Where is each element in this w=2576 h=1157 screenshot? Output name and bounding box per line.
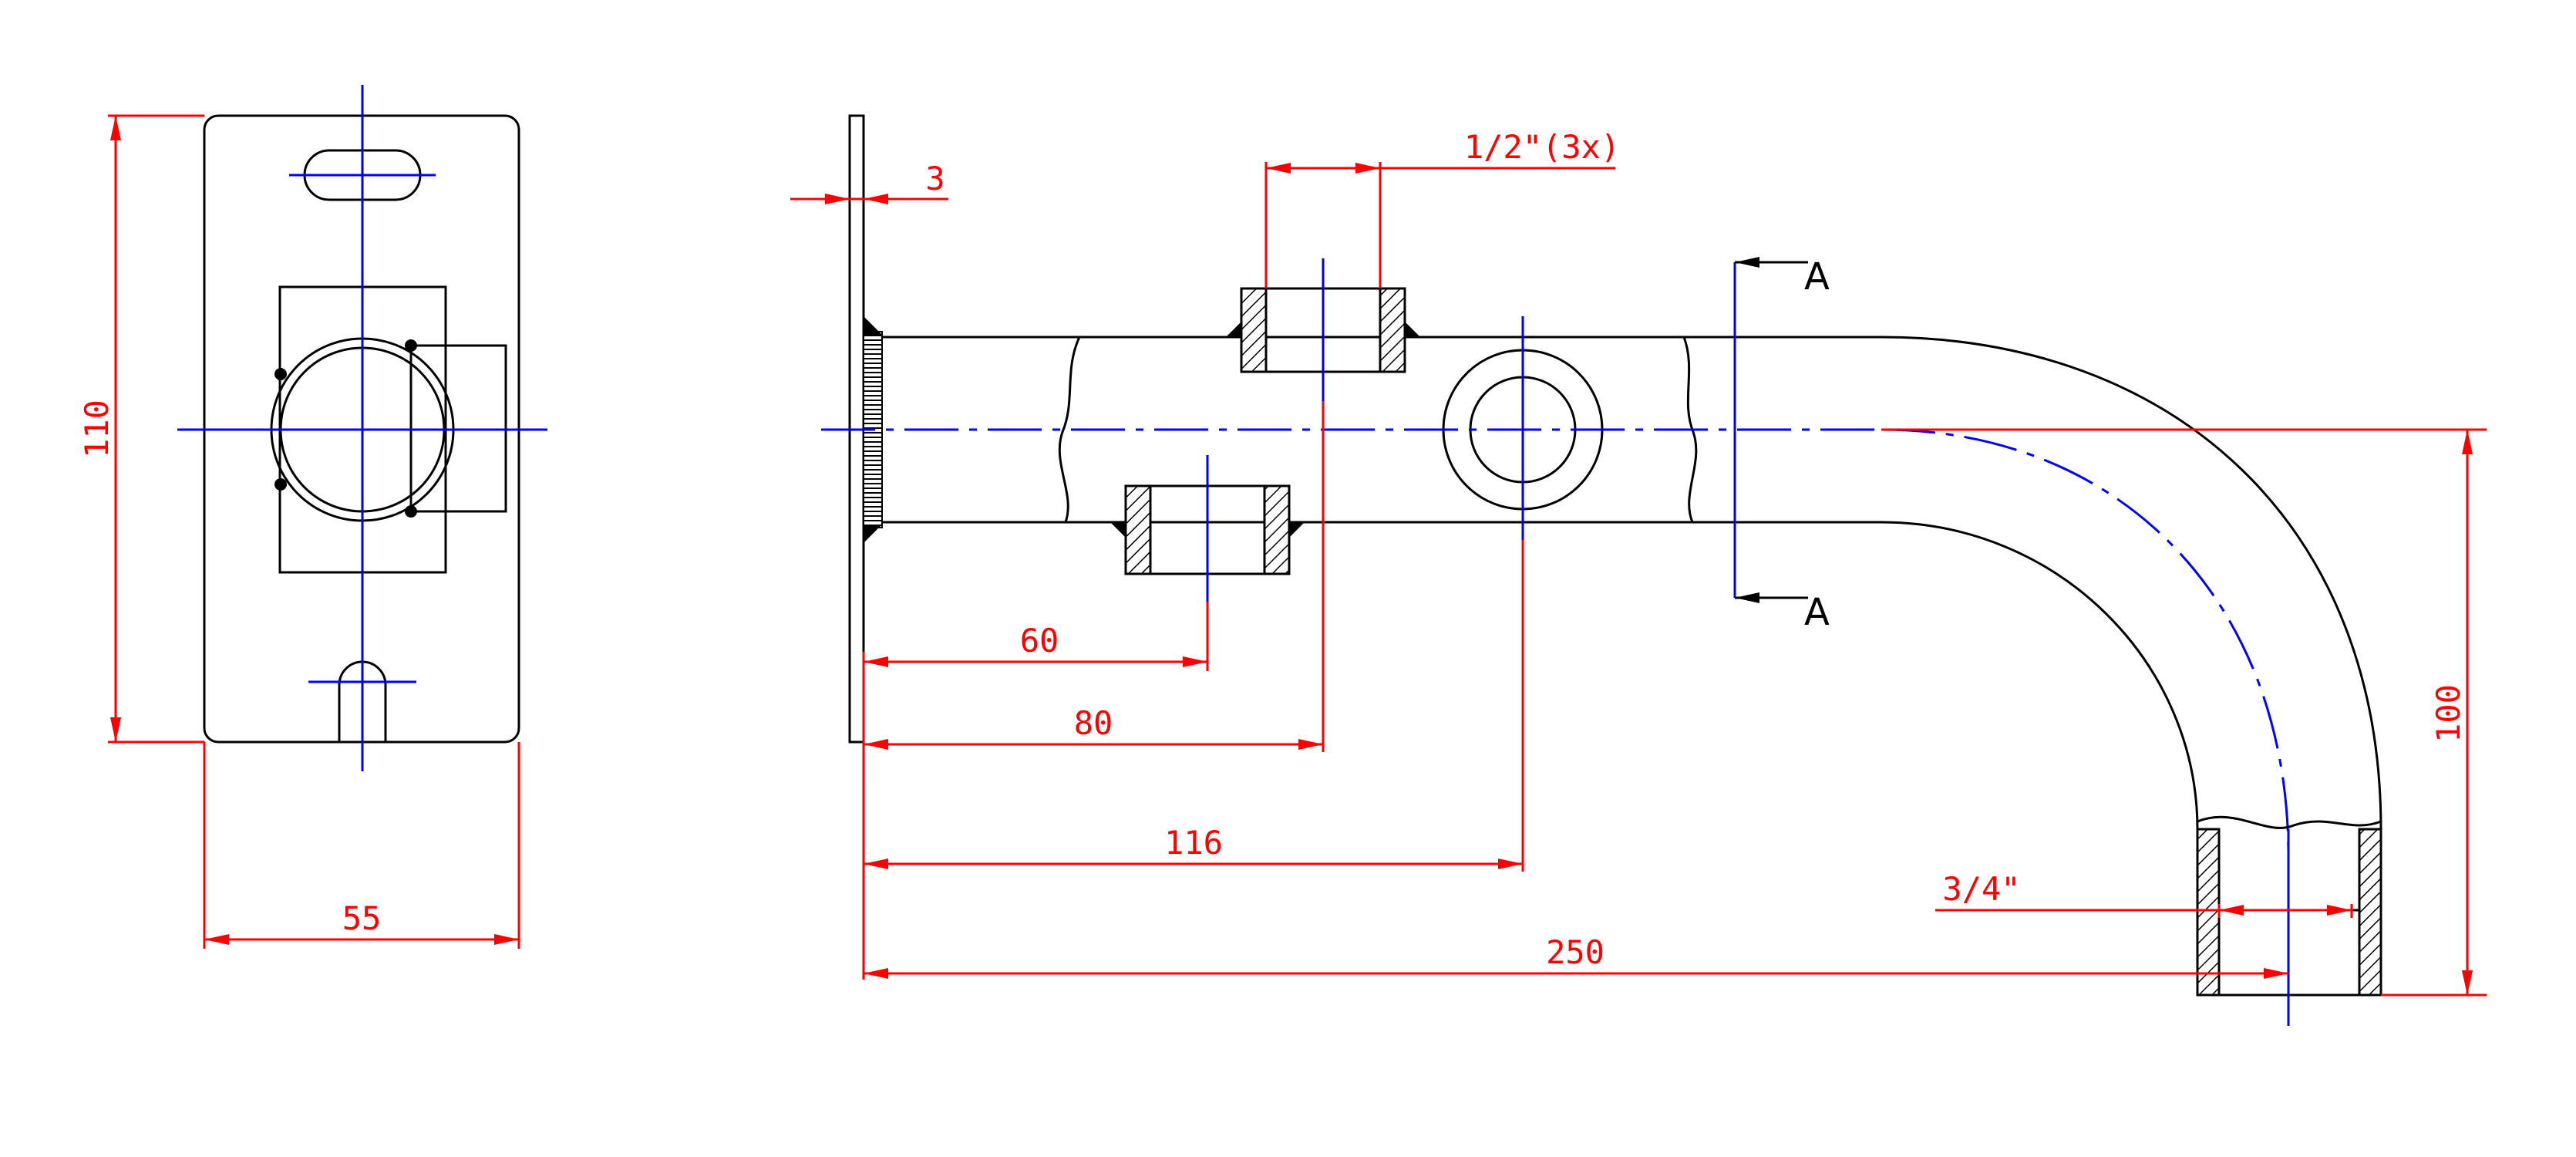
arrowhead: [864, 194, 888, 204]
weld-fillet: [1289, 522, 1305, 538]
weld-fillet: [1405, 322, 1420, 337]
dim-60-label: 60: [1020, 622, 1059, 659]
arrowhead: [825, 194, 850, 204]
bottom-socket-wall-right: [1263, 484, 1291, 575]
arrowhead: [204, 934, 229, 945]
weld-fillet: [1226, 322, 1241, 337]
dim-55-label: 55: [342, 899, 382, 937]
weld-dot: [274, 368, 287, 380]
arrowhead: [2462, 970, 2473, 995]
side-view: A A 3 1/2"(3x) 60 80 116: [790, 114, 2487, 1026]
arrowhead: [1266, 163, 1291, 174]
arrowhead: [864, 739, 888, 750]
bottom-socket-wall-left: [1124, 484, 1152, 575]
weld-dot: [274, 478, 287, 491]
dim-116-label: 116: [1164, 824, 1223, 862]
dim-80-label: 80: [1074, 704, 1113, 742]
arrowhead: [864, 968, 888, 979]
section-arrowhead-top: [1735, 257, 1759, 268]
section-label-bottom: A: [1804, 591, 1830, 634]
top-socket-wall-left: [1240, 287, 1268, 373]
dim-3-label: 3: [925, 160, 945, 197]
outlet-wall-left: [2196, 828, 2221, 997]
arrowhead: [2219, 905, 2244, 916]
arrowhead: [1498, 858, 1523, 869]
arrowhead: [1183, 656, 1207, 667]
break-line-right: [1682, 336, 1698, 523]
top-socket-wall-right: [1379, 287, 1406, 373]
dim-110-label: 110: [78, 400, 116, 458]
weld-fillet: [864, 316, 882, 335]
dim-half-inch-label: 1/2"(3x): [1464, 128, 1620, 166]
dim-100-label: 100: [2430, 684, 2467, 743]
elbow-outer-arc: [1881, 336, 2382, 830]
elbow-inner-arc: [1881, 521, 2199, 830]
weld-fillet: [864, 525, 882, 543]
outlet-wall-right: [2358, 828, 2382, 997]
elbow-centerline: [1881, 428, 2290, 857]
arrowhead: [1298, 739, 1323, 750]
arrowhead: [2264, 968, 2288, 979]
weld-dot: [405, 339, 417, 352]
outlet-break-line: [2197, 815, 2382, 829]
arrowhead: [2462, 430, 2473, 454]
section-arrowhead-bottom: [1735, 592, 1759, 603]
arrowhead: [2327, 905, 2352, 916]
arrowhead: [110, 116, 121, 140]
weld-dot: [405, 505, 417, 518]
front-view: 110 55: [78, 85, 547, 949]
weld-fillet: [1110, 522, 1126, 538]
arrowhead: [494, 934, 519, 945]
section-label-top: A: [1804, 255, 1830, 299]
arrowhead: [110, 717, 121, 742]
arrowhead: [864, 858, 888, 869]
break-line-left: [1058, 336, 1081, 523]
dim-250-label: 250: [1546, 933, 1605, 971]
arrowhead: [1355, 163, 1380, 174]
arrowhead: [864, 656, 888, 667]
dim-three-quarter-label: 3/4": [1942, 870, 2020, 908]
